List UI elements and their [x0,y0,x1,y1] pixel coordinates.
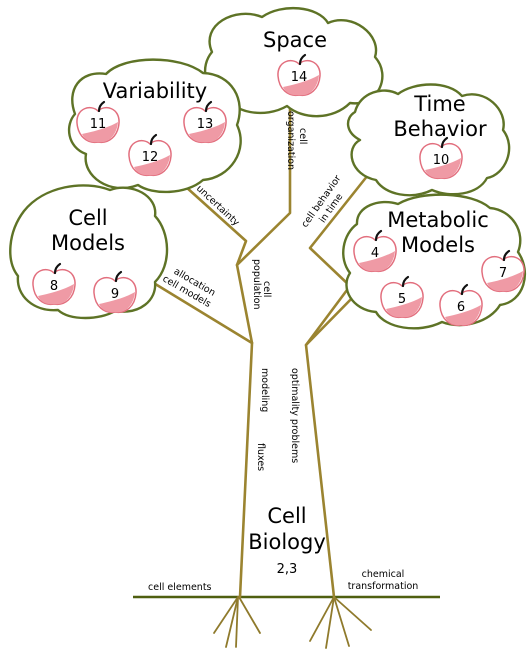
apple-4: 4 [353,229,397,273]
apple-label: 10 [433,153,450,168]
cell-models-title-line-1: Cell [68,206,107,230]
apple-label: 9 [111,287,119,302]
label-allocation-cell-models: allocation cell models [161,266,218,310]
svg-text:population: population [251,259,262,310]
variability-title: Variability [103,79,207,103]
cell-biology-refs: 2,3 [277,562,298,577]
label-cell-elements: cell elements [148,582,212,593]
apple-10: 10 [419,136,463,180]
label-modeling: modeling [259,368,270,412]
svg-text:cell: cell [261,281,272,297]
time-behavior-title-line-1: Time [413,92,465,116]
time-behavior-title-line-2: Behavior [393,117,487,141]
apple-label: 8 [50,279,58,294]
apple-label: 5 [398,292,406,307]
apple-6: 6 [439,283,483,327]
apple-label: 4 [371,246,379,261]
cloud-variability [67,58,242,194]
apple-9: 9 [93,270,137,314]
roots [213,596,372,649]
label-uncertainty: uncertainty [194,183,242,229]
space-title: Space [263,28,327,52]
cell-models-title-line-2: Models [51,231,125,255]
apple-label: 6 [457,300,465,315]
apples: 14 11 12 13 10 8 9 4 5 6 7 [32,53,525,327]
label-optimality-problems: optimality problems [289,368,300,463]
label-cell-population: cell population [251,259,272,310]
svg-text:organization: organization [285,111,296,170]
metabolic-models-title-line-2: Models [401,233,475,257]
cloud-time-behavior [346,83,511,197]
apple-14: 14 [277,53,321,97]
cell-biology-title-line-1: Cell [267,504,306,528]
apple-label: 14 [291,70,308,85]
apple-11: 11 [76,100,120,144]
trunk-and-branches [150,98,374,599]
svg-text:cell: cell [297,128,308,144]
apple-12: 12 [128,133,172,177]
metabolic-models-title-line-1: Metabolic [387,208,489,232]
apple-13: 13 [183,100,227,144]
apple-label: 11 [90,117,107,132]
apple-label: 13 [197,117,214,132]
apple-8: 8 [32,262,76,306]
apple-7: 7 [481,249,525,293]
label-cell-organization: cell organization [285,111,308,170]
apple-5: 5 [380,275,424,319]
apple-label: 7 [499,266,507,281]
apple-label: 12 [142,150,159,165]
cell-biology-title-line-2: Biology [248,530,326,554]
label-transformation: transformation [348,581,419,592]
label-fluxes: fluxes [255,443,266,471]
label-chemical: chemical [362,569,405,580]
